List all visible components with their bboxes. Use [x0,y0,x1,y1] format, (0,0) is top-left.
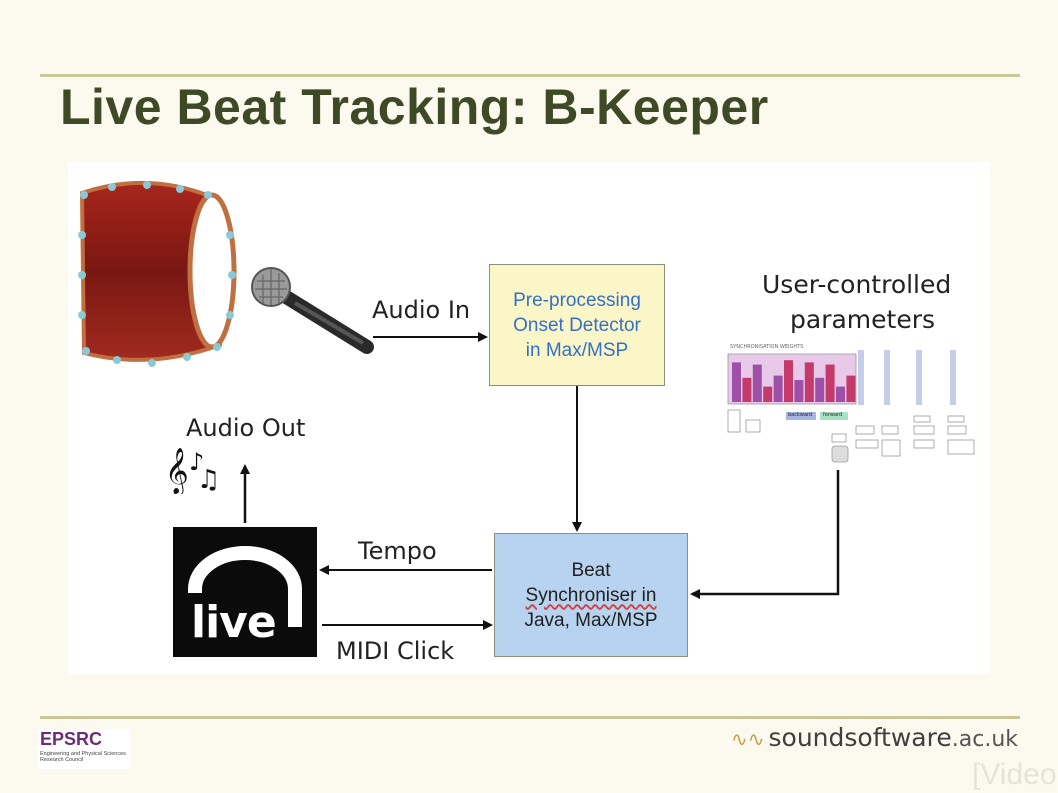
weight-bar [804,362,814,402]
preprocessing-line-3: in Max/MSP [525,339,629,361]
preprocessing-box: Pre-processing Onset Detector in Max/MSP [489,264,665,386]
beat-line-2: Synchroniser in [525,584,657,606]
svg-text:𝄞: 𝄞 [165,448,189,494]
svg-text:♫: ♫ [197,465,220,494]
soundsoftware-logo: ∿∿soundsoftware.ac.uk [731,723,1018,752]
max-patch-graphics [727,350,975,463]
beat-synchroniser-box: Beat Synchroniser in Java, Max/MSP [494,533,688,657]
video-watermark: [Video [972,758,1057,791]
preprocessing-line-1: Pre-processing [513,289,641,311]
user-params-label-2: parameters [790,305,936,334]
max-patch-header: SYNCHRONISATION WEIGHTS [730,344,804,350]
epsrc-text: EPSRC [40,729,103,749]
midi-click-label: MIDI Click [336,637,455,665]
microphone-icon [251,267,374,354]
weight-bar [752,364,762,402]
soundsoftware-text: soundsoftware [768,723,952,752]
weight-bar [742,377,752,402]
backward-button: backward [788,412,813,418]
weight-bar [836,386,845,402]
soundsoftware-tld: .ac.uk [951,727,1018,752]
ableton-live-logo: live [173,527,317,657]
top-rule [40,74,1020,77]
audio-in-label: Audio In [372,296,471,324]
weight-bar [732,362,741,402]
weight-bar [763,386,773,402]
epsrc-logo: EPSRC Engineering and Physical Sciences … [38,729,130,769]
weight-bar [794,380,804,402]
audio-out-label: Audio Out [186,414,306,442]
forward-button: forward [823,412,843,418]
beat-line-1: Beat [571,559,611,581]
weight-bar [846,375,856,402]
max-patch-image: SYNCHRONISATION WEIGHTS backward forward [724,342,979,472]
tempo-label: Tempo [358,537,437,565]
weight-bar [825,364,835,402]
preprocessing-line-2: Onset Detector [513,314,641,336]
live-logo-text: live [191,597,277,648]
bottom-rule [40,716,1020,719]
svg-text:♪: ♪ [189,448,204,476]
music-notes-icon: 𝄞 ♪ ♫ [165,448,220,494]
user-params-label-1: User-controlled [762,270,952,299]
weight-bar [784,360,793,402]
beat-line-3: Java, Max/MSP [524,609,658,631]
weight-bar [773,375,783,402]
soundwave-icon: ∿∿ [730,727,765,751]
slide-title: Live Beat Tracking: B-Keeper [60,79,769,135]
live-logo-symbol [188,546,302,627]
epsrc-subtitle: Engineering and Physical Sciences Resear… [40,751,126,763]
weight-bar [815,377,825,402]
bass-drum-image [78,181,237,367]
